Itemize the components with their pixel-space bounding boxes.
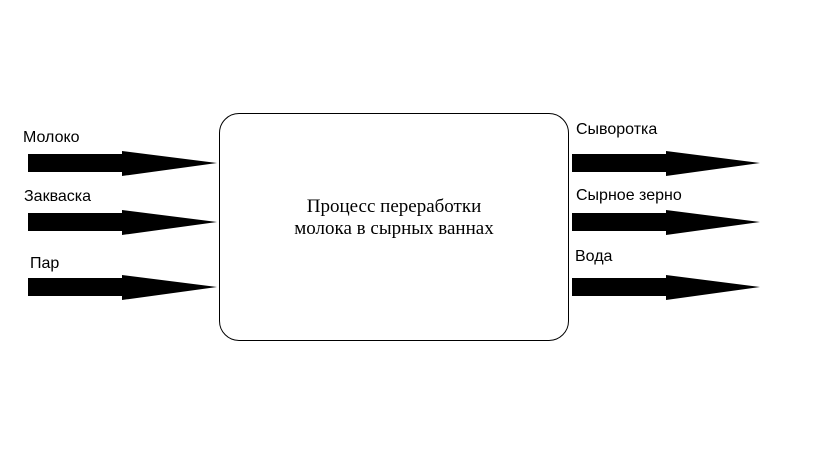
process-title-line-1: Процесс переработки bbox=[306, 196, 482, 217]
process-title: Процесс переработки молока в сырных ванн… bbox=[219, 196, 569, 240]
output-arrow-cheese-grain bbox=[572, 210, 760, 235]
input-arrow-steam bbox=[28, 275, 217, 300]
input-label-starter: Закваска bbox=[24, 188, 92, 205]
process-title-line-2: молока в сырных ваннах bbox=[294, 218, 494, 239]
output-label-whey: Сыворотка bbox=[576, 121, 658, 138]
output-label-cheese-grain: Сырное зерно bbox=[576, 187, 682, 204]
input-label-steam: Пар bbox=[30, 255, 60, 272]
input-arrow-milk bbox=[28, 151, 217, 176]
process-box bbox=[219, 113, 569, 341]
input-label-milk: Молоко bbox=[23, 129, 80, 146]
output-arrow-whey bbox=[572, 151, 760, 176]
output-label-water: Вода bbox=[575, 248, 613, 265]
input-arrow-starter bbox=[28, 210, 217, 235]
output-arrow-water bbox=[572, 275, 760, 300]
